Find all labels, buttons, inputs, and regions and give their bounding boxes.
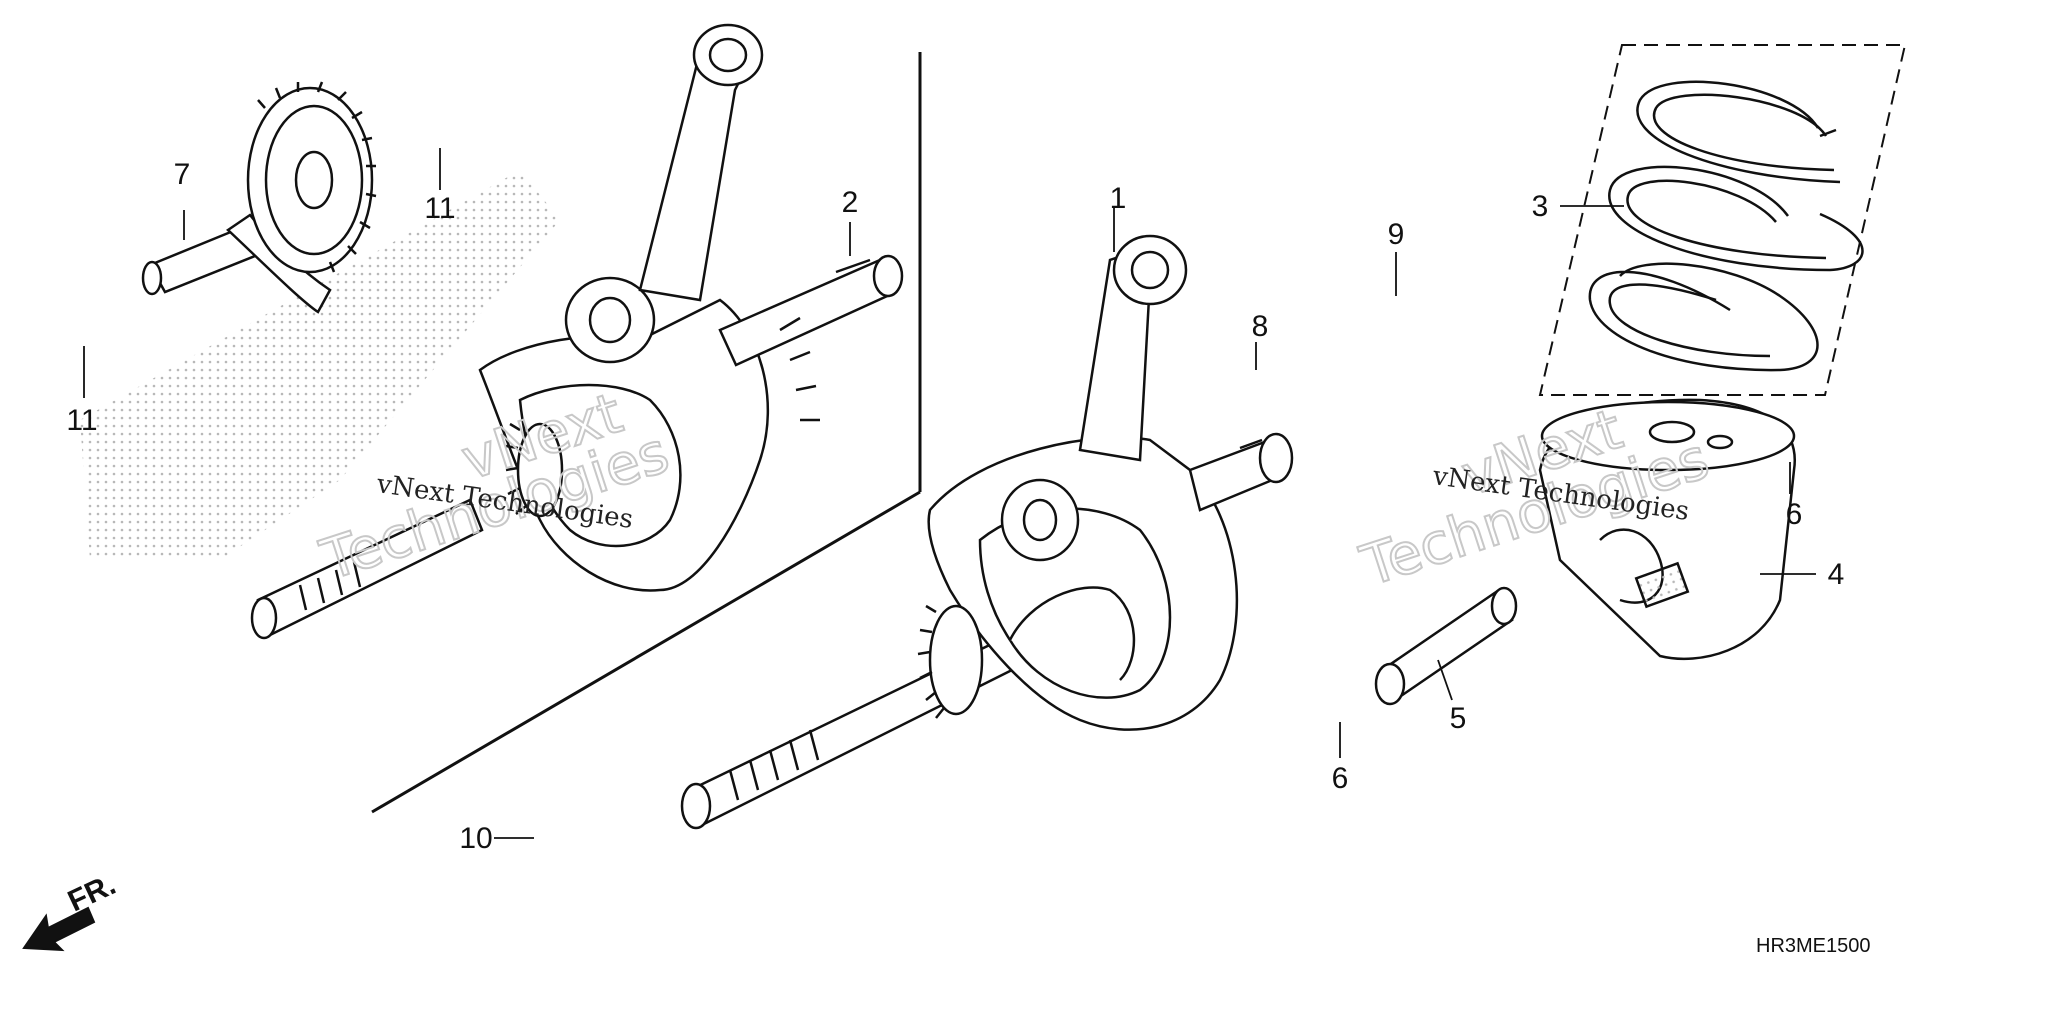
crankshaft-2 (250, 23, 904, 640)
callout-9: 9 (1388, 218, 1405, 251)
ring-set-frame (1538, 44, 1907, 396)
callout-4: 4 (1828, 558, 1845, 591)
diagram-code: HR3ME1500 (1756, 935, 1871, 957)
piston-pin-5 (1374, 586, 1518, 706)
callout-11-top: 11 (424, 192, 455, 225)
piston-4 (1538, 398, 1796, 660)
woodruff-key-8 (1236, 366, 1272, 402)
callout-6-lower: 6 (1332, 762, 1349, 795)
callout-8: 8 (1252, 310, 1269, 343)
callout-5: 5 (1450, 702, 1467, 735)
front-label: FR. (63, 868, 121, 918)
alternate-box-frame (371, 52, 922, 814)
crankshaft-1 (680, 234, 1294, 830)
callout-11-left: 11 (66, 404, 97, 437)
balancer-shaft-7 (141, 81, 377, 314)
bearing-11-top (407, 65, 473, 151)
clip-6-lower (1326, 668, 1371, 722)
callout-2: 2 (842, 186, 859, 219)
front-arrow-icon (22, 906, 96, 952)
halftone-shading (80, 170, 560, 560)
callout-6-upper: 6 (1786, 498, 1803, 531)
front-direction-indicator: FR. (22, 868, 121, 952)
callout-3: 3 (1532, 190, 1549, 223)
callout-10: 10 (459, 822, 492, 855)
callout-7: 7 (174, 158, 191, 191)
leader-lines (83, 148, 1816, 839)
piston-rings-3 (1588, 80, 1864, 372)
bearing-10 (537, 746, 679, 934)
callout-1: 1 (1110, 182, 1127, 215)
bearing-11-left (48, 250, 120, 346)
